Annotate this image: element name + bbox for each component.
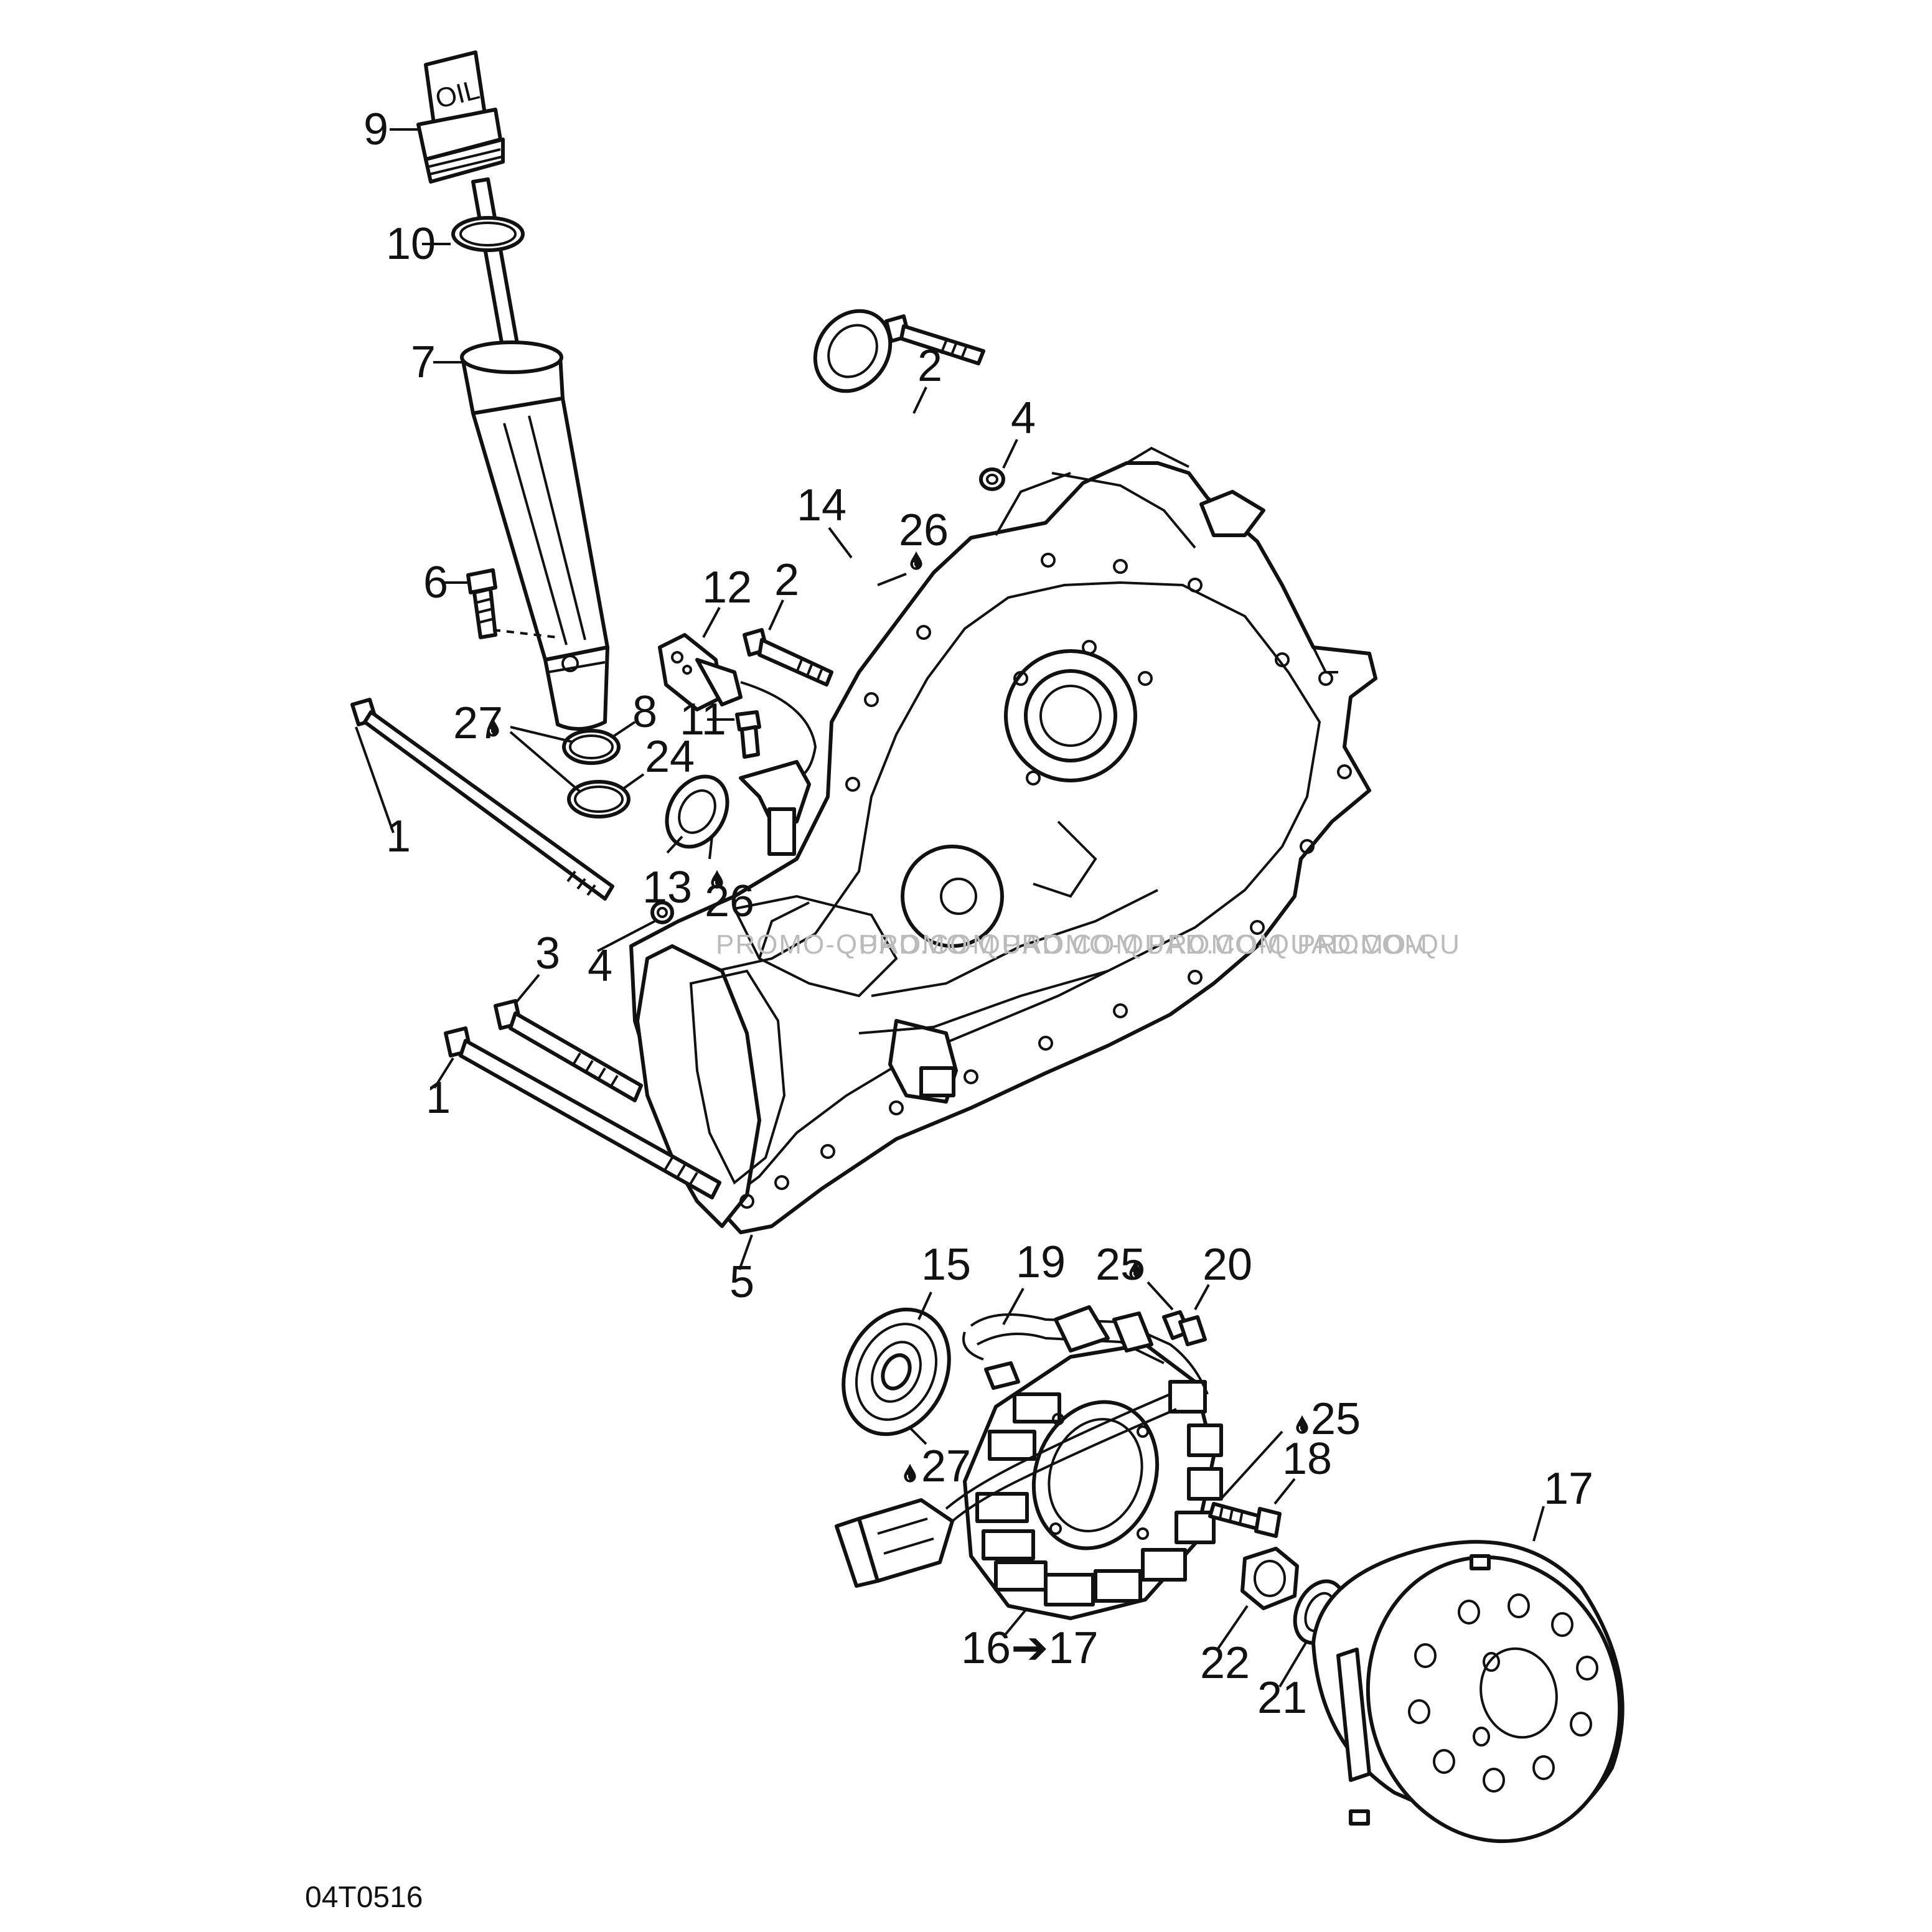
callout-20: 20 (1203, 1240, 1252, 1290)
crankcase-cover (629, 446, 1377, 1234)
oil-drop-icon-25-lower (1295, 1414, 1309, 1434)
callout-2-upper: 2 (917, 341, 942, 391)
nut-22 (1240, 1547, 1299, 1610)
bolt-1-upper (350, 698, 614, 901)
screw-18 (1208, 1502, 1282, 1538)
watermark-strip: PROMO-QUAD.COM PROMO-QUAD.COM PROMO-QUAD… (716, 929, 1461, 960)
callout-25-lower: 25 (1311, 1394, 1361, 1444)
callout-16: 16➔17 (961, 1623, 1099, 1673)
callout-4-upper: 4 (1011, 393, 1036, 443)
oil-drop-icon-27-lower (903, 1463, 917, 1483)
callout-26-upper: 26 (899, 505, 949, 555)
bolt-11 (735, 710, 761, 759)
sensor-12 (658, 633, 817, 856)
callout-10: 10 (386, 219, 436, 269)
bolt-1-lower (444, 1026, 721, 1199)
flywheel-17 (1311, 1540, 1625, 1844)
oil-seal-13 (665, 774, 729, 849)
callout-1-upper: 1 (386, 812, 411, 861)
callout-1-lower: 1 (426, 1073, 451, 1123)
bolt-2-upper (884, 314, 985, 365)
bolt-2-lower (743, 628, 833, 687)
leader-lines (355, 128, 1545, 1688)
callout-3: 3 (535, 929, 560, 978)
callout-7: 7 (411, 337, 436, 387)
callout-5: 5 (729, 1257, 754, 1307)
callout-12: 12 (702, 563, 752, 612)
callout-18: 18 (1282, 1434, 1332, 1484)
connector (835, 1498, 954, 1588)
watermark-4: PROMO-QUAD.COM (1148, 929, 1428, 960)
drawing-code: 04T0516 (305, 1881, 423, 1914)
callout-8: 8 (632, 687, 657, 737)
callout-26-lower: 26 (705, 876, 754, 926)
bolt-6 (466, 568, 558, 639)
dipstick-rod (471, 177, 522, 365)
wiring-harness-19 (945, 1305, 1209, 1522)
screw-20 (1162, 1310, 1207, 1346)
callout-22: 22 (1200, 1638, 1250, 1688)
callout-4-lower: 4 (588, 941, 612, 991)
oil-filler-cap: OIL (416, 50, 505, 184)
o-ring-8 (562, 729, 621, 765)
callout-15: 15 (921, 1240, 971, 1290)
callout-14: 14 (797, 481, 846, 530)
callout-2-lower: 2 (774, 555, 799, 605)
washer-4-lower (650, 901, 674, 924)
callout-13: 13 (642, 863, 692, 912)
o-ring-24 (567, 780, 631, 818)
watermark-5: PROMO-QU (1297, 929, 1461, 960)
callout-9: 9 (363, 105, 388, 154)
callout-11: 11 (680, 695, 726, 744)
callout-6: 6 (423, 558, 448, 607)
callout-25-upper: 25 (1095, 1240, 1145, 1290)
callout-27-lower: 27 (921, 1442, 971, 1491)
callout-labels: 9 10 7 6 2 4 14 26 12 2 27 8 11 24 1 13 … (363, 105, 1593, 1723)
watermark-1: PROMO-QUAD.COM (716, 929, 996, 960)
watermark-2: PROMO-QUAD.COM (859, 929, 1140, 960)
o-ring-10 (451, 216, 525, 252)
callout-19: 19 (1016, 1237, 1066, 1287)
watermark-3: PROMO-QUAD.COM (1002, 929, 1283, 960)
washer-4-upper (979, 467, 1005, 491)
oil-seal-14 (813, 309, 893, 393)
bolt-3 (494, 999, 643, 1102)
callout-17: 17 (1544, 1464, 1593, 1514)
stator-16 (963, 1343, 1223, 1620)
ball-bearing-15 (842, 1307, 951, 1437)
callout-24: 24 (645, 732, 695, 782)
dipstick-tube (460, 340, 609, 731)
callout-21: 21 (1257, 1673, 1307, 1723)
